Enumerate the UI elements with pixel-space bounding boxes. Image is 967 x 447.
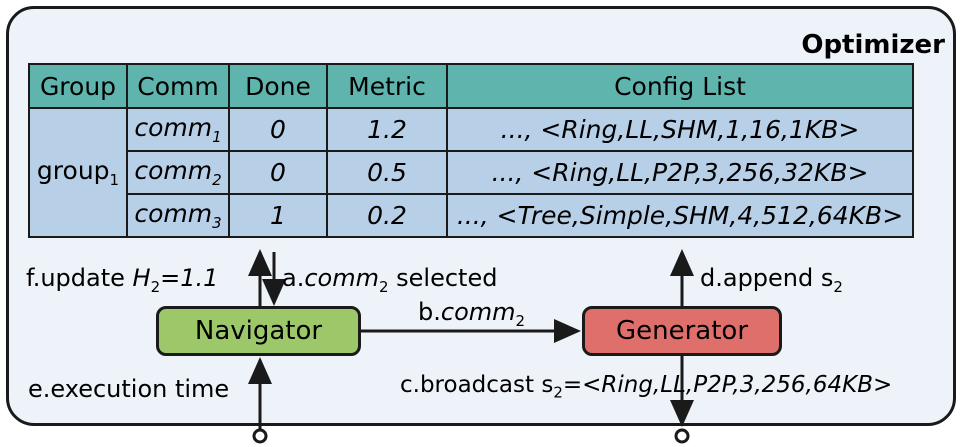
metric-cell: 0.2: [326, 193, 448, 238]
comm-subscript: 2: [212, 171, 222, 189]
label-f-sub: 2: [150, 277, 161, 296]
label-a-var: comm: [304, 264, 379, 292]
optimizer-title: Optimizer: [801, 30, 945, 60]
table-row: comm2 0 0.5 ..., <Ring,LL,P2P,3,256,32KB…: [29, 150, 914, 195]
label-d-prefix: d.append s: [700, 264, 834, 292]
label-c-broadcast: c.broadcast s2=<Ring,LL,P2P,3,256,64KB>: [400, 372, 892, 402]
comm-subscript: 3: [212, 214, 222, 232]
config-cell: ..., <Tree,Simple,SHM,4,512,64KB>: [446, 193, 914, 238]
label-d-append: d.append s2: [700, 264, 843, 296]
label-f-var: H: [132, 264, 151, 292]
label-b-prefix: b.: [418, 298, 441, 326]
header-metric: Metric: [326, 63, 448, 109]
label-e-execution: e.execution time: [28, 375, 230, 403]
label-b-var: comm: [440, 298, 516, 326]
header-done: Done: [228, 63, 328, 109]
config-cell: ..., <Ring,LL,P2P,3,256,32KB>: [446, 150, 914, 195]
comm-cell: comm1: [126, 107, 230, 152]
label-a-sub: 2: [378, 277, 389, 296]
header-comm: Comm: [126, 63, 230, 109]
port-right: [674, 428, 690, 444]
header-config-list: Config List: [446, 63, 914, 109]
label-d-sub: 2: [833, 277, 843, 296]
done-cell: 0: [228, 150, 328, 195]
group-label: group: [36, 156, 110, 185]
label-f-update: f.update H2=1.1: [26, 264, 218, 296]
table-row: comm3 1 0.2 ..., <Tree,Simple,SHM,4,512,…: [29, 193, 914, 238]
metric-cell: 0.5: [326, 150, 448, 195]
done-cell: 1: [228, 193, 328, 238]
header-group: Group: [28, 63, 128, 109]
label-a-selected: a.comm2 selected: [282, 264, 497, 296]
group-cell: group1: [28, 107, 128, 238]
port-left: [252, 428, 268, 444]
table-header-row: Group Comm Done Metric Config List: [28, 63, 914, 109]
label-a-prefix: a.: [282, 264, 305, 292]
label-f-val: =1.1: [160, 264, 219, 292]
group-subscript: 1: [109, 171, 120, 189]
label-a-suffix: selected: [388, 264, 498, 292]
comm-cell: comm3: [126, 193, 230, 238]
label-f-prefix: f.update: [26, 264, 133, 292]
label-c-prefix: c.broadcast s: [400, 372, 554, 398]
comm-label: comm: [134, 156, 213, 185]
label-b-comm: b.comm2: [418, 298, 525, 330]
comm-label: comm: [134, 113, 213, 142]
navigator-box: Navigator: [156, 306, 361, 356]
metric-cell: 1.2: [326, 107, 448, 152]
done-cell: 0: [228, 107, 328, 152]
label-c-sub: 2: [553, 383, 563, 402]
comm-subscript: 1: [212, 128, 222, 146]
table-row: group1 comm1 0 1.2 ..., <Ring,LL,SHM,1,1…: [28, 107, 914, 238]
comm-cell: comm2: [126, 150, 230, 195]
label-c-val: =<Ring,LL,P2P,3,256,64KB>: [562, 372, 893, 398]
comm-label: comm: [134, 199, 213, 228]
config-table: Group Comm Done Metric Config List group…: [28, 63, 914, 238]
config-cell: ..., <Ring,LL,SHM,1,16,1KB>: [446, 107, 914, 152]
label-b-sub: 2: [515, 311, 526, 330]
generator-box: Generator: [582, 306, 782, 356]
